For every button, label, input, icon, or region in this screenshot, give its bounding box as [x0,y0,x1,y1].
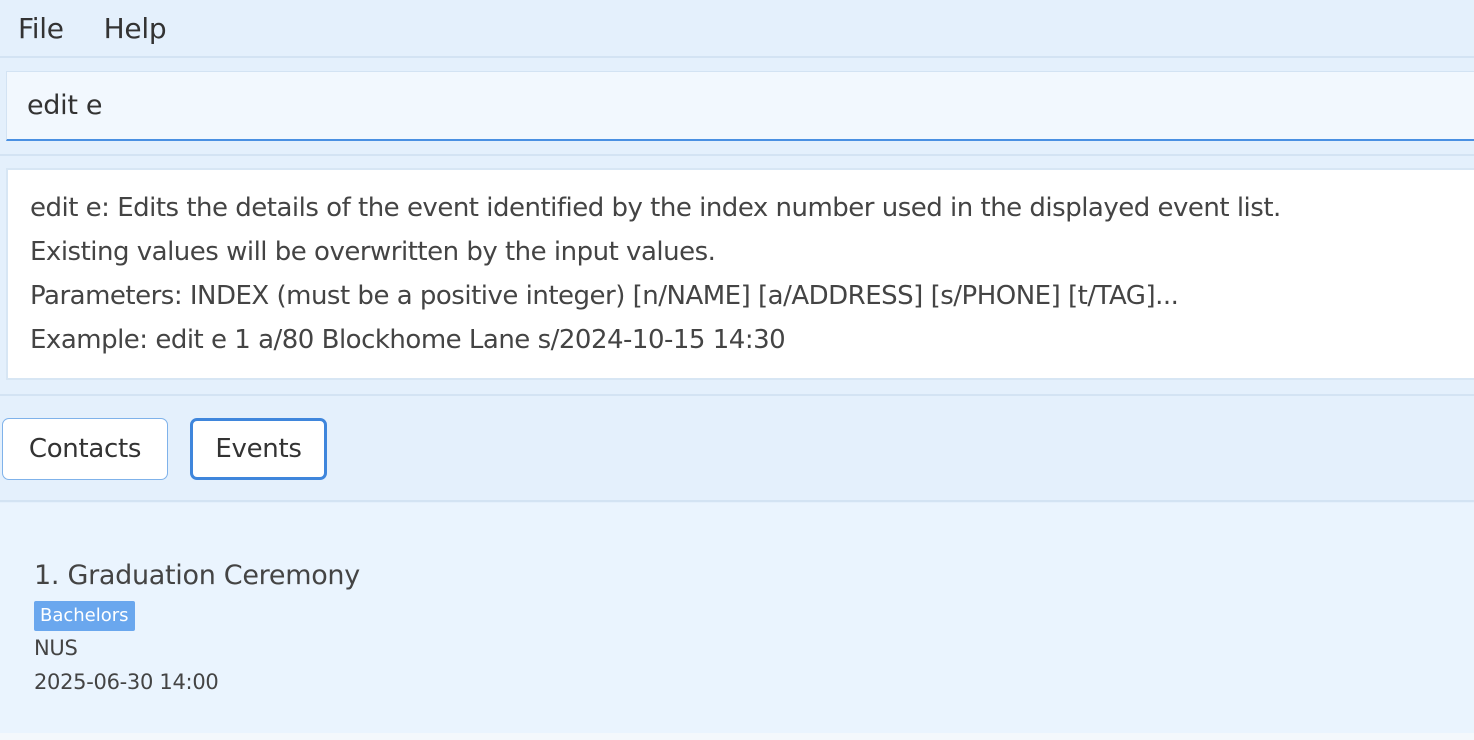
result-line: Parameters: INDEX (must be a positive in… [30,281,1179,311]
menu-bar: File Help [0,0,1474,58]
event-tag: Bachelors [34,601,135,631]
status-strip [0,733,1474,740]
command-box [6,71,1474,141]
tab-bar: Contacts Events [0,394,1474,502]
result-line: Example: edit e 1 a/80 Blockhome Lane s/… [30,325,786,355]
tab-contacts[interactable]: Contacts [2,418,168,480]
menu-help[interactable]: Help [103,11,167,45]
event-datetime: 2025-06-30 14:00 [34,670,219,694]
event-title: 1. Graduation Ceremony [34,560,360,591]
result-display: edit e: Edits the details of the event i… [6,168,1474,380]
event-card[interactable]: 1. Graduation Ceremony Bachelors NUS 202… [0,555,1474,715]
command-input[interactable] [7,72,1474,139]
result-line: Existing values will be overwritten by t… [30,237,716,267]
menu-file[interactable]: File [18,11,64,45]
tab-events[interactable]: Events [190,418,327,480]
divider [0,154,1474,156]
event-list: 1. Graduation Ceremony Bachelors NUS 202… [0,503,1474,740]
result-line: edit e: Edits the details of the event i… [30,193,1281,223]
event-address: NUS [34,636,78,660]
